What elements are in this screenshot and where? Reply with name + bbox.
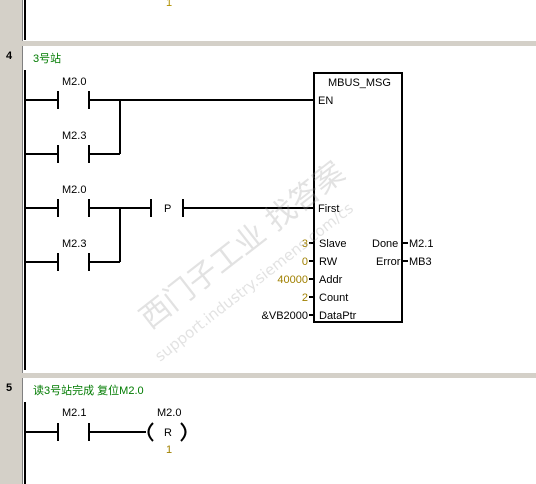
reset-coil[interactable]: M2.0 R 1 [147, 407, 187, 456]
contact-m2-1[interactable]: M2.1 [25, 407, 90, 441]
left-gutter [0, 0, 22, 484]
pin-dataptr: DataPtr [319, 310, 357, 322]
gutter-separator [22, 0, 23, 484]
pin-slave: Slave [319, 238, 347, 250]
pin-done: Done [372, 238, 398, 250]
svg-text:MBUS_MSG: MBUS_MSG [328, 77, 391, 89]
contact-m2-0[interactable]: M2.0 [25, 76, 90, 109]
rw-value[interactable]: 0 [302, 256, 308, 268]
network-separator [0, 373, 536, 378]
network-number[interactable]: 4 [6, 50, 13, 62]
positive-edge-contact[interactable]: P [150, 199, 184, 217]
svg-text:M2.1: M2.1 [62, 407, 86, 419]
contact-m2-3[interactable]: M2.3 [25, 130, 90, 163]
pin-rw: RW [319, 256, 338, 268]
addr-value[interactable]: 40000 [277, 274, 308, 286]
svg-text:M2.0: M2.0 [62, 76, 86, 88]
dataptr-value[interactable]: &VB2000 [262, 310, 308, 322]
mbus-msg-block[interactable]: MBUS_MSG EN First Slave RW Addr Count Da… [313, 72, 403, 323]
svg-text:1: 1 [166, 444, 172, 456]
svg-text:M2.3: M2.3 [62, 238, 86, 250]
svg-text:P: P [164, 203, 171, 215]
pin-en: EN [318, 95, 333, 107]
svg-text:M2.0: M2.0 [62, 184, 86, 196]
count-value[interactable]: 2 [302, 292, 308, 304]
network-number[interactable]: 5 [6, 382, 13, 394]
contact-m2-3[interactable]: M2.3 [25, 238, 90, 271]
pin-count: Count [319, 292, 348, 304]
pin-first: First [318, 203, 339, 215]
pin-addr: Addr [319, 274, 343, 286]
network-title[interactable]: 读3号站完成 复位M2.0 [33, 385, 144, 397]
done-value[interactable]: M2.1 [409, 238, 433, 250]
svg-text:M2.0: M2.0 [157, 407, 181, 419]
error-value[interactable]: MB3 [409, 256, 432, 268]
svg-text:R: R [164, 427, 172, 439]
pin-error: Error [376, 256, 401, 268]
contact-m2-0[interactable]: M2.0 [25, 184, 90, 217]
svg-text:M2.3: M2.3 [62, 130, 86, 142]
network-title[interactable]: 3号站 [33, 53, 62, 65]
slave-value[interactable]: 3 [302, 238, 308, 250]
prev-value: 1 [166, 0, 172, 9]
network-separator [0, 41, 536, 46]
